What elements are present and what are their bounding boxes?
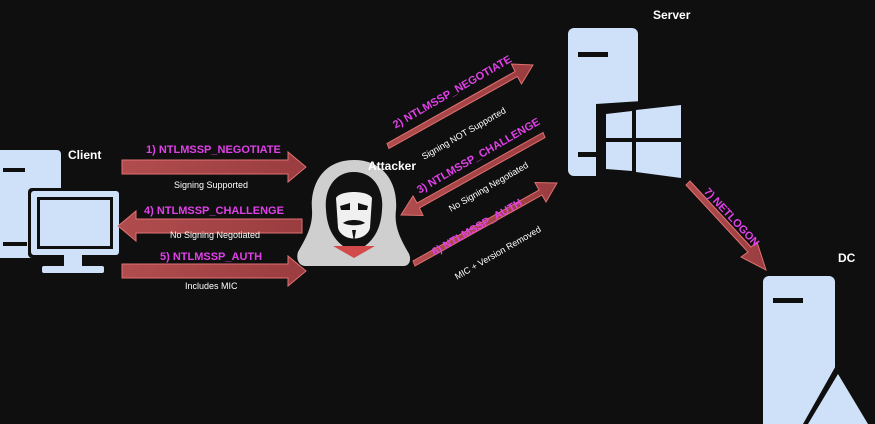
- arrow-step-5: [121, 254, 307, 288]
- step-4-label: 4) NTLMSSP_CHALLENGE: [144, 205, 284, 217]
- arrow-step-2: [386, 63, 534, 150]
- client-computer-icon: [0, 150, 122, 273]
- client-label: Client: [68, 148, 102, 162]
- step-1-note: Signing Supported: [174, 180, 249, 190]
- step-5-note: Includes MIC: [185, 281, 238, 291]
- step-5-label: 5) NTLMSSP_AUTH: [160, 251, 263, 263]
- step-4-note: No Signing Negotiated: [170, 230, 261, 240]
- step-1-label: 1) NTLMSSP_NEGOTIATE: [146, 144, 281, 156]
- arrow-step-7: [685, 180, 767, 272]
- windows-logo-icon: [596, 98, 688, 188]
- attacker-label: Attacker: [368, 159, 417, 173]
- arrow-step-3: [400, 131, 546, 217]
- arrow-step-6: [412, 181, 558, 267]
- server-label: Server: [653, 8, 691, 22]
- arrow-step-4: [117, 209, 303, 243]
- attacker-hooded-figure-icon: [297, 160, 411, 266]
- dc-label: DC: [838, 251, 856, 265]
- arrow-step-1: [121, 150, 307, 184]
- domain-controller-icon: [763, 276, 873, 424]
